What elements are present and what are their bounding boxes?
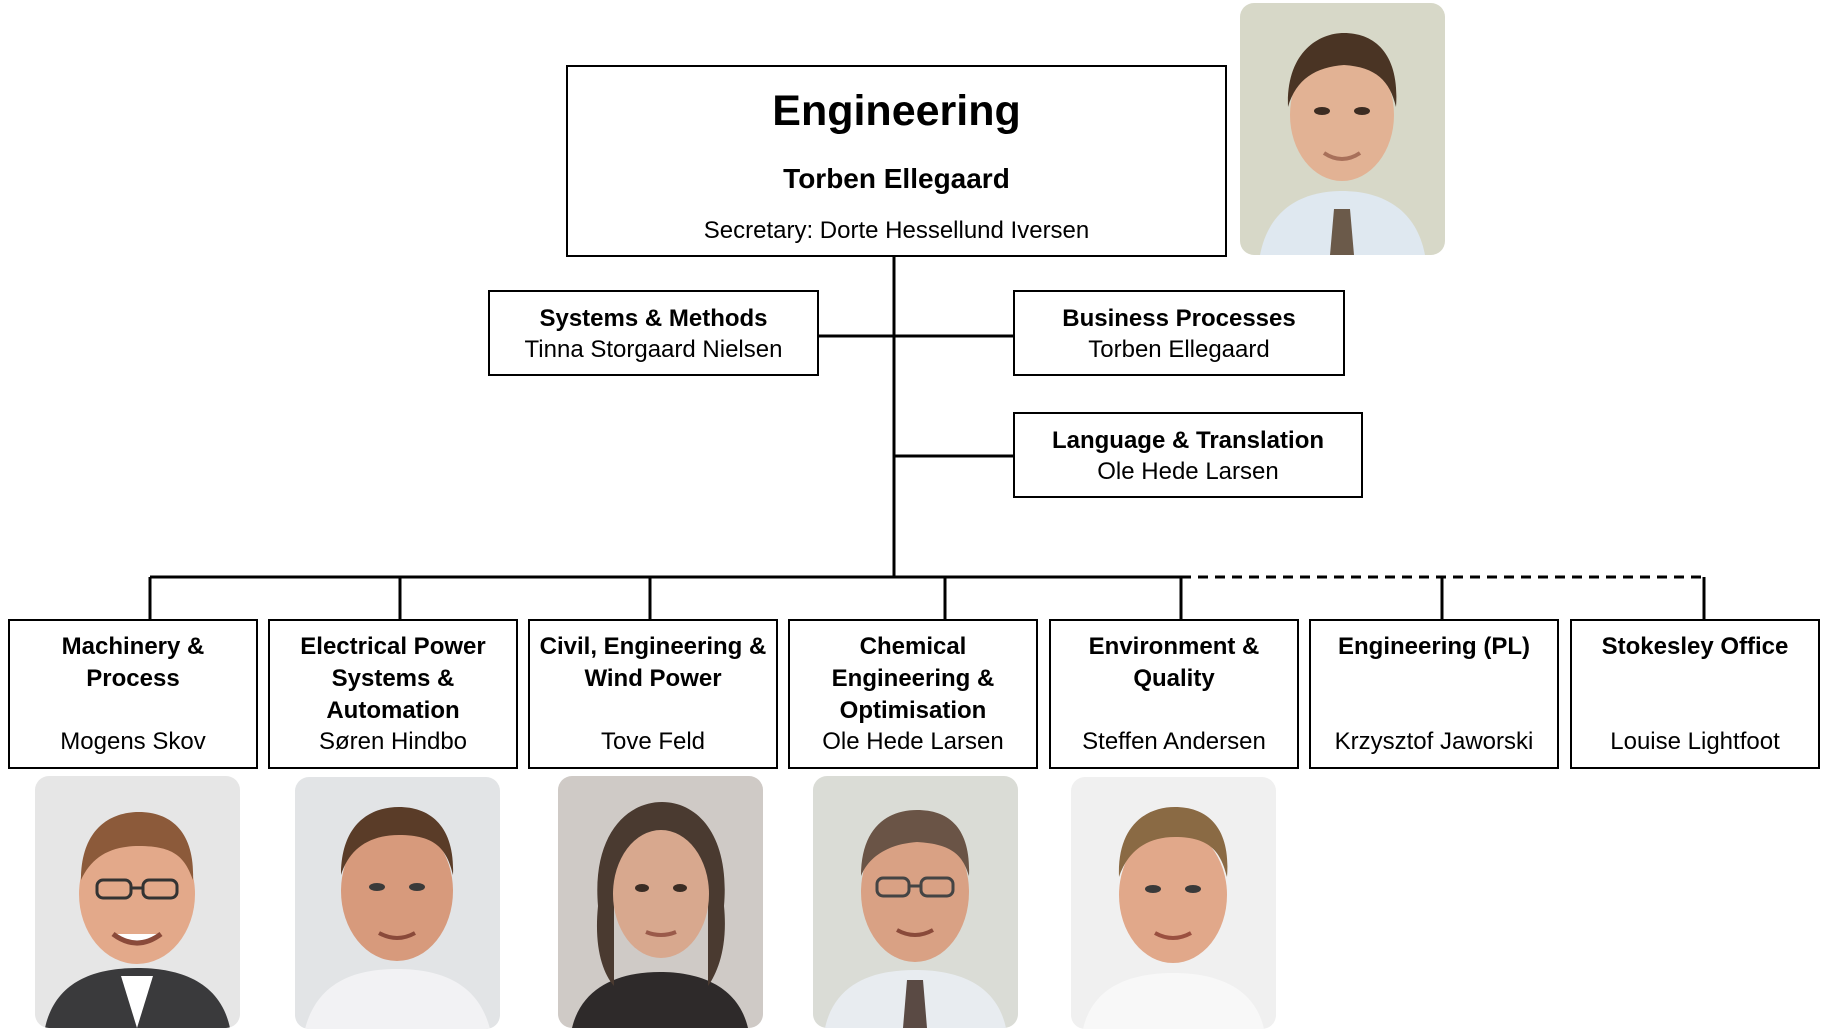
portrait-photo-mogens-skov <box>35 776 240 1028</box>
dept-title: Civil, Engineering & Wind Power <box>539 633 767 692</box>
staff-box-systems-methods: Systems & Methods Tinna Storgaard Nielse… <box>488 290 819 376</box>
portrait-photo-torben-ellegaard <box>1240 3 1445 255</box>
org-unit-title: Engineering <box>772 87 1021 135</box>
dept-title: Chemical Engineering & Optimisation <box>831 633 995 724</box>
portrait-photo-soren-hindbo <box>295 777 500 1029</box>
dept-head-name: Søren Hindbo <box>318 728 468 755</box>
dept-head-name: Ole Hede Larsen <box>822 728 1004 755</box>
staff-box-language-translation: Language & Translation Ole Hede Larsen <box>1013 412 1363 498</box>
staff-name: Torben Ellegaard <box>1088 336 1270 363</box>
dept-title: Environment & Quality <box>1088 633 1260 692</box>
dept-box-engineering-pl: Engineering (PL) Krzysztof Jaworski <box>1309 619 1559 769</box>
dept-box-machinery-process: Machinery & Process Mogens Skov <box>8 619 258 769</box>
dept-title: Stokesley Office <box>1601 633 1789 660</box>
dept-head-name: Mogens Skov <box>60 728 206 755</box>
unit-head-name: Torben Ellegaard <box>783 163 1010 194</box>
dept-title: Electrical Power Systems & Automation <box>300 633 486 724</box>
portrait-photo-tove-feld <box>558 776 763 1028</box>
dept-box-environment-quality: Environment & Quality Steffen Andersen <box>1049 619 1299 769</box>
staff-name: Tinna Storgaard Nielsen <box>524 336 783 363</box>
portrait-photo-steffen-andersen <box>1071 777 1276 1029</box>
dept-box-civil-wind: Civil, Engineering & Wind Power Tove Fel… <box>528 619 778 769</box>
dept-head-name: Steffen Andersen <box>1082 728 1266 755</box>
staff-box-business-processes: Business Processes Torben Ellegaard <box>1013 290 1345 376</box>
dept-box-electrical-power: Electrical Power Systems & Automation Sø… <box>268 619 518 769</box>
portrait-photo-ole-hede-larsen <box>813 776 1018 1028</box>
dept-head-name: Krzysztof Jaworski <box>1334 728 1534 755</box>
secretary-name: Secretary: Dorte Hessellund Iversen <box>703 217 1090 244</box>
staff-title: Business Processes <box>1062 305 1296 332</box>
staff-title: Systems & Methods <box>539 305 768 332</box>
dept-box-chemical: Chemical Engineering & Optimisation Ole … <box>788 619 1038 769</box>
engineering-head-box: Engineering Torben Ellegaard Secretary: … <box>566 65 1227 257</box>
dept-box-stokesley-office: Stokesley Office Louise Lightfoot <box>1570 619 1820 769</box>
dept-title: Machinery & Process <box>61 633 205 692</box>
staff-name: Ole Hede Larsen <box>1097 458 1279 485</box>
staff-title: Language & Translation <box>1051 427 1325 454</box>
dept-head-name: Louise Lightfoot <box>1610 728 1780 755</box>
dept-head-name: Tove Feld <box>600 728 706 755</box>
dept-title: Engineering (PL) <box>1338 633 1530 660</box>
